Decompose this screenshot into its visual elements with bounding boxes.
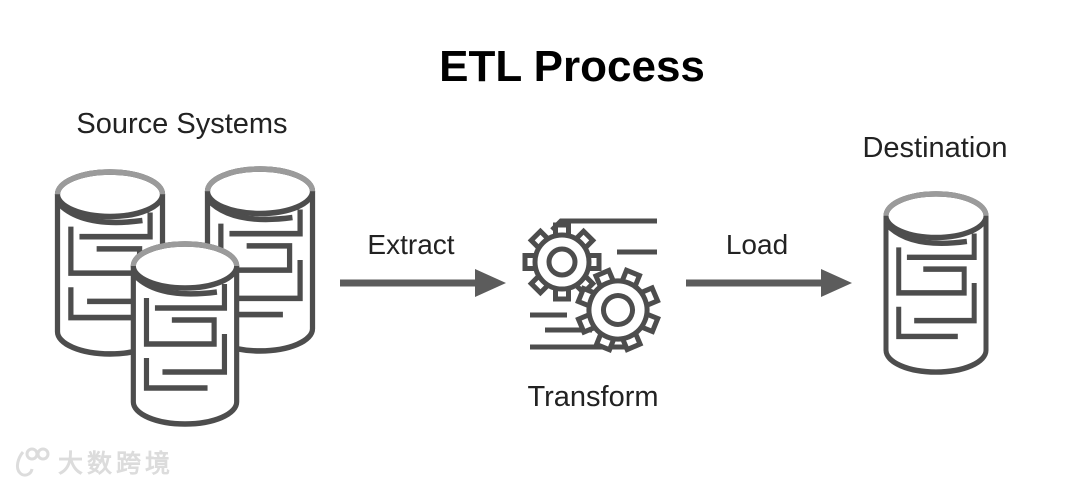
gears-icon [522, 218, 661, 353]
extract-edge-label: Extract [367, 229, 455, 260]
database-icon [123, 240, 247, 430]
page-title: ETL Process [439, 42, 705, 91]
source-systems-label: Source Systems [76, 108, 288, 140]
load-arrow [686, 269, 852, 297]
source-databases-icon [40, 163, 340, 433]
watermark: 大数跨境 [12, 444, 174, 480]
watermark-text: 大数跨境 [58, 450, 175, 478]
load-edge-label: Load [725, 229, 789, 260]
database-icon [876, 190, 996, 378]
watermark-logo-icon [15, 447, 50, 477]
destination-label: Destination [862, 132, 1008, 164]
transform-label: Transform [527, 381, 659, 413]
extract-arrow [340, 269, 506, 297]
